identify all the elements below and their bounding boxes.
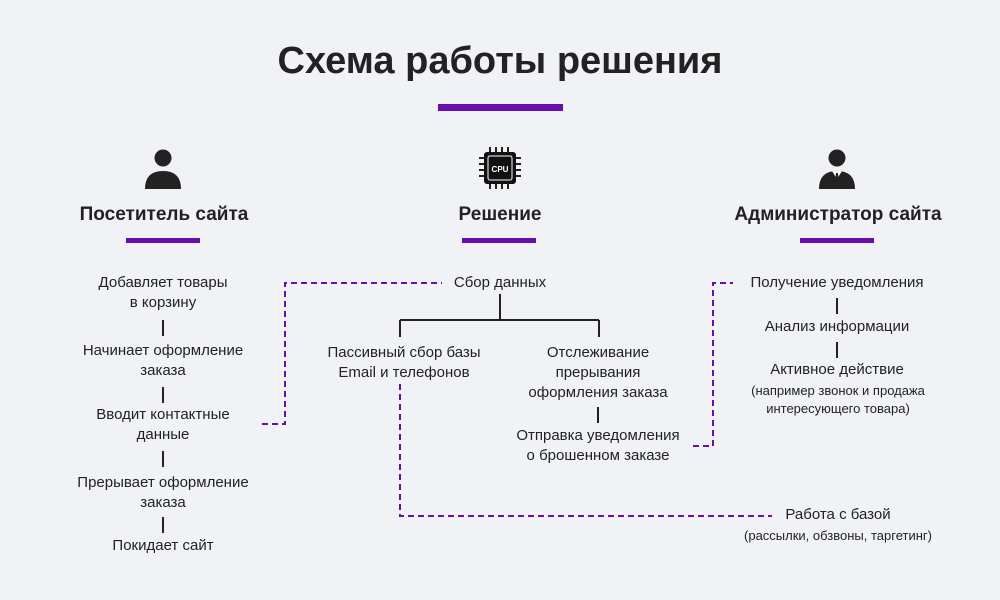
cpu-icon: CPU bbox=[478, 146, 522, 190]
visitor-heading: Посетитель сайта bbox=[79, 204, 249, 225]
svg-text:CPU: CPU bbox=[492, 165, 509, 174]
solution-passive-collection: Пассивный сбор базы Email и телефонов bbox=[327, 343, 480, 383]
admin-step-receive-notification: Получение уведомления bbox=[750, 274, 924, 291]
visitor-step-enter-contacts: Вводит контактные данные bbox=[96, 405, 229, 445]
admin-heading: Администратор сайта bbox=[734, 204, 942, 225]
businessman-icon bbox=[817, 146, 857, 190]
admin-step-analyze: Анализ информации bbox=[764, 318, 910, 335]
dashed-link-passive-to-base bbox=[399, 384, 772, 517]
title-underline bbox=[438, 104, 563, 111]
solution-heading-underline bbox=[462, 238, 536, 243]
step-line: заказа bbox=[140, 494, 186, 511]
step-line: Прерывает оформление bbox=[77, 474, 249, 491]
step-line: оформления заказа bbox=[528, 384, 668, 401]
dashed-link-contacts-to-collection bbox=[262, 282, 442, 425]
page-title: Схема работы решения bbox=[277, 40, 723, 82]
solution-checkout-tracking: Отслеживание прерывания оформления заказ… bbox=[528, 343, 667, 403]
step-line: Добавляет товары bbox=[98, 274, 228, 291]
user-icon bbox=[143, 146, 183, 190]
step-line: прерывания bbox=[555, 364, 641, 381]
note-line: интересующего товара) bbox=[766, 401, 910, 416]
step-line: Отслеживание bbox=[546, 344, 650, 361]
visitor-step-start-checkout: Начинает оформление заказа bbox=[83, 341, 243, 381]
solution-abandoned-notification: Отправка уведомления о брошенном заказе bbox=[516, 426, 679, 466]
step-line: данные bbox=[136, 426, 190, 443]
dashed-link-notify-to-admin bbox=[693, 282, 733, 447]
step-line: Пассивный сбор базы bbox=[327, 344, 481, 361]
base-work-note: (рассылки, обзвоны, таргетинг) bbox=[744, 528, 932, 543]
visitor-step-abandon-checkout: Прерывает оформление заказа bbox=[77, 473, 248, 513]
step-line: Отправка уведомления bbox=[516, 427, 680, 444]
step-line: Вводит контактные bbox=[96, 406, 230, 423]
visitor-step-leave-site: Покидает сайт bbox=[112, 536, 213, 556]
visitor-heading-underline bbox=[126, 238, 200, 243]
step-line: Email и телефонов bbox=[338, 364, 470, 381]
visitor-step-add-to-cart: Добавляет товары в корзину bbox=[99, 273, 228, 313]
base-work-title: Работа с базой bbox=[785, 506, 891, 523]
note-line: (например звонок и продажа bbox=[751, 383, 925, 398]
step-line: заказа bbox=[140, 362, 186, 379]
solution-heading: Решение bbox=[458, 204, 542, 225]
step-line: в корзину bbox=[129, 294, 197, 311]
admin-step-active-action: Активное действие bbox=[770, 361, 904, 378]
step-line: Начинает оформление bbox=[82, 342, 244, 359]
admin-action-note: (например звонок и продажа интересующего… bbox=[751, 382, 925, 418]
step-line: о брошенном заказе bbox=[526, 447, 670, 464]
step-line: Покидает сайт bbox=[112, 537, 214, 554]
admin-heading-underline bbox=[800, 238, 874, 243]
solution-data-collection: Сбор данных bbox=[453, 274, 547, 291]
